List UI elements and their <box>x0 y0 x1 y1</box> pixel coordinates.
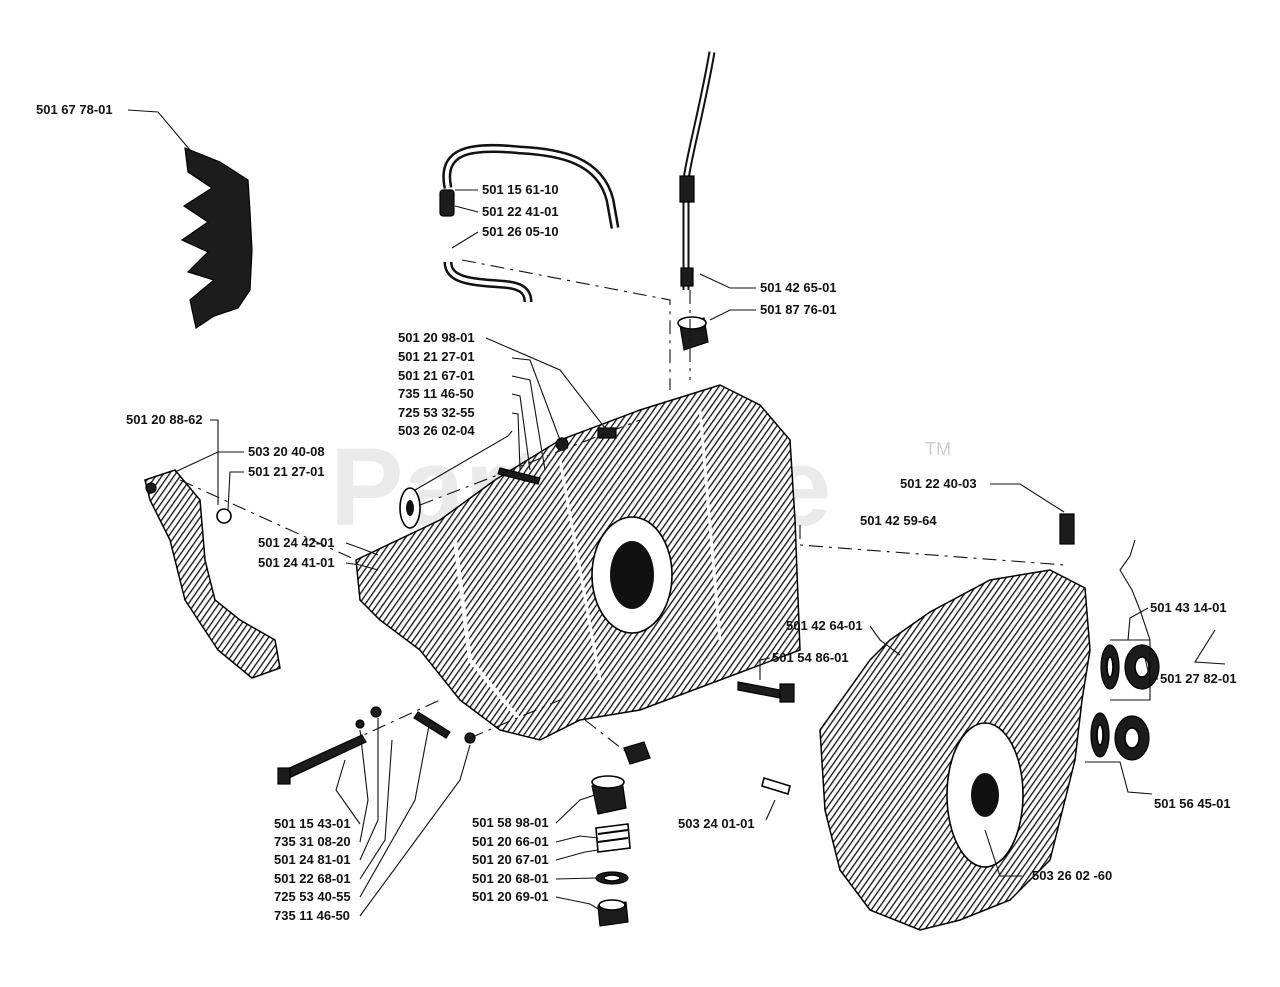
watermark-trademark: TM <box>925 439 951 459</box>
label-503-24-01-01: 503 24 01-01 <box>678 816 755 831</box>
dowel-pin-part[interactable] <box>761 776 791 796</box>
cable-end-part <box>1194 629 1226 665</box>
label-501-26-05-10: 501 26 05-10 <box>482 224 559 239</box>
brake-screw-part[interactable] <box>145 482 157 494</box>
label-501-27-82-01: 501 27 82-01 <box>1160 671 1237 686</box>
cable-part <box>1119 539 1151 641</box>
label-501-21-27-01-b: 501 21 27-01 <box>248 464 325 479</box>
label-735-11-46-50-a: 735 11 46-50 <box>398 386 474 401</box>
oil-line-part[interactable] <box>682 51 716 290</box>
label-501-42-59-64: 501 42 59-64 <box>860 513 937 528</box>
label-501-67-78-01: 501 67 78-01 <box>36 102 113 117</box>
label-503-26-02-04: 503 26 02-04 <box>398 423 475 438</box>
label-501-20-88-62: 501 20 88-62 <box>126 412 203 427</box>
top-screw-part[interactable] <box>497 467 541 485</box>
label-501-22-41-01: 501 22 41-01 <box>482 204 559 219</box>
label-735-11-46-50-b: 735 11 46-50 <box>274 908 350 923</box>
label-501-58-98-01: 501 58 98-01 <box>472 815 549 830</box>
case-plug-part[interactable] <box>623 741 651 765</box>
fitting-part[interactable] <box>1059 513 1075 545</box>
label-501-24-81-01: 501 24 81-01 <box>274 852 351 867</box>
line-fitting-lower-part[interactable] <box>680 267 694 287</box>
label-501-15-43-01: 501 15 43-01 <box>274 816 351 831</box>
label-725-53-40-55: 725 53 40-55 <box>274 889 351 904</box>
case-bolt-head[interactable] <box>779 683 795 703</box>
short-screw-part[interactable] <box>413 711 451 739</box>
label-501-20-68-01: 501 20 68-01 <box>472 871 549 886</box>
label-501-20-98-01: 501 20 98-01 <box>398 330 475 345</box>
label-503-20-40-08: 503 20 40-08 <box>248 444 325 459</box>
long-bolt-part[interactable] <box>284 734 367 779</box>
brake-lever-part[interactable] <box>144 469 281 679</box>
label-501-87-76-01: 501 87 76-01 <box>760 302 837 317</box>
label-501-22-40-03: 501 22 40-03 <box>900 476 977 491</box>
label-501-43-14-01: 501 43 14-01 <box>1150 600 1227 615</box>
brake-nut-part[interactable] <box>216 508 232 524</box>
label-501-21-27-01-a: 501 21 27-01 <box>398 349 475 364</box>
label-501-20-66-01: 501 20 66-01 <box>472 834 549 849</box>
label-501-15-61-10: 501 15 61-10 <box>482 182 559 197</box>
label-501-24-42-01: 501 24 42-01 <box>258 535 335 550</box>
oil-filter-top <box>677 316 707 330</box>
long-bolt-head[interactable] <box>277 767 291 785</box>
label-503-26-02-60: 503 26 02 -60 <box>1032 868 1112 883</box>
label-501-54-86-01: 501 54 86-01 <box>772 650 849 665</box>
label-501-22-68-01: 501 22 68-01 <box>274 871 351 886</box>
crankcase-bearing-bore <box>610 541 654 609</box>
line-fitting-part[interactable] <box>679 175 695 203</box>
label-501-42-65-01: 501 42 65-01 <box>760 280 837 295</box>
tube-connector-part[interactable] <box>439 189 455 217</box>
label-501-21-67-01: 501 21 67-01 <box>398 368 475 383</box>
label-501-20-69-01: 501 20 69-01 <box>472 889 549 904</box>
top-clip-part[interactable] <box>597 427 617 439</box>
bumper-spike-part[interactable] <box>180 147 253 329</box>
label-725-53-32-55: 725 53 32-55 <box>398 405 475 420</box>
case-bolt-part[interactable] <box>737 681 781 699</box>
label-735-31-08-20: 735 31 08-20 <box>274 834 351 849</box>
label-501-56-45-01: 501 56 45-01 <box>1154 796 1231 811</box>
label-501-24-41-01: 501 24 41-01 <box>258 555 335 570</box>
label-501-42-64-01: 501 42 64-01 <box>786 618 863 633</box>
label-501-20-67-01: 501 20 67-01 <box>472 852 549 867</box>
right-case-bore <box>971 773 999 817</box>
